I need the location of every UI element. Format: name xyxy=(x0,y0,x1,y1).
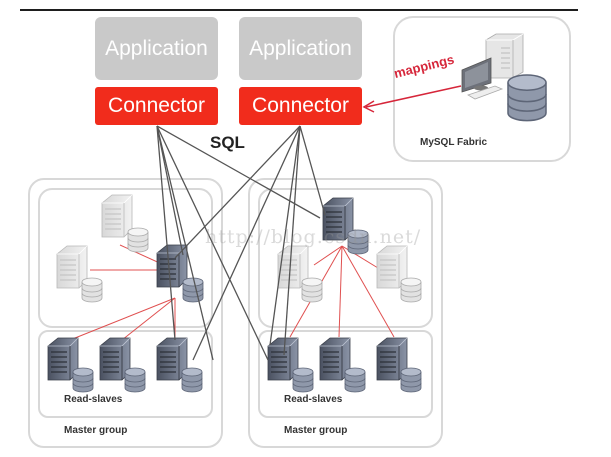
top-rule xyxy=(20,9,578,11)
mysql-fabric-box xyxy=(393,16,571,162)
master-group-2-master-area xyxy=(258,188,433,328)
database-icon xyxy=(124,367,146,393)
master-group-label-1: Master group xyxy=(64,425,128,436)
master-group-label-2: Master group xyxy=(284,425,348,436)
database-icon xyxy=(81,277,103,303)
connector-box-1: Connector xyxy=(95,87,218,125)
master-group-1-master-area xyxy=(38,188,213,328)
read-slaves-box-2 xyxy=(258,330,433,418)
server-icon xyxy=(101,194,133,238)
replication-lines-group-2 xyxy=(289,245,395,338)
database-icon xyxy=(181,367,203,393)
sql-label: SQL xyxy=(210,133,245,152)
database-icon xyxy=(400,277,422,303)
mysql-fabric-label: MySQL Fabric xyxy=(420,137,488,148)
application-box-2: Application xyxy=(239,17,362,80)
read-slaves-box-1 xyxy=(38,330,213,418)
watermark: http://blog.csdn.net/ xyxy=(205,226,422,248)
read-slaves-label-2: Read-slaves xyxy=(284,394,343,405)
sql-lines-connector-1 xyxy=(156,125,321,361)
database-icon xyxy=(292,367,314,393)
application-box-1: Application xyxy=(95,17,218,80)
database-icon xyxy=(127,227,149,253)
database-icon xyxy=(344,367,366,393)
master-group-2 xyxy=(248,178,443,448)
database-icon xyxy=(182,277,204,303)
database-icon xyxy=(400,367,422,393)
connector-box-2: Connector xyxy=(239,87,362,125)
database-icon xyxy=(72,367,94,393)
fabric-computer-icon xyxy=(461,33,524,100)
mapping-arrow xyxy=(362,85,462,113)
database-icon xyxy=(301,277,323,303)
fabric-database-icon xyxy=(507,74,547,122)
master-group-1 xyxy=(28,178,223,448)
sql-lines-connector-2 xyxy=(174,125,326,361)
read-slaves-label-1: Read-slaves xyxy=(64,394,123,405)
